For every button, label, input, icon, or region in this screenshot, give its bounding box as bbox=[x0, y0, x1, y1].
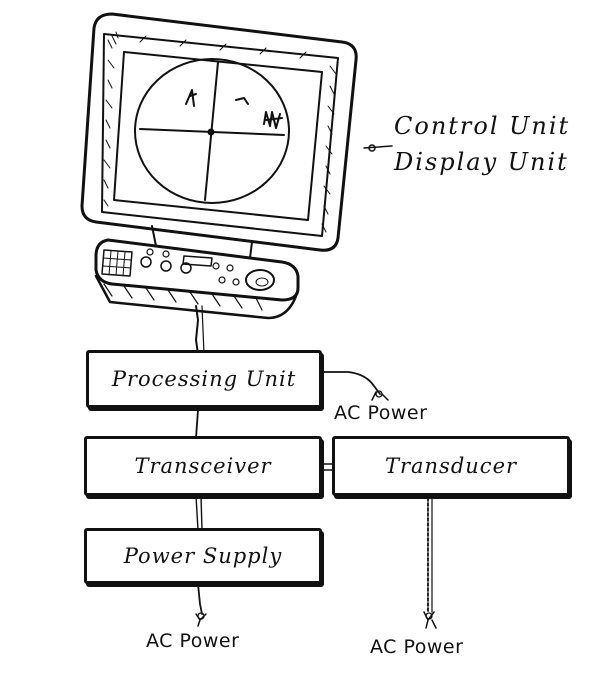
processing-unit-label: Processing Unit bbox=[111, 367, 297, 391]
power-supply-label: Power Supply bbox=[123, 544, 283, 568]
cable-display-to-processing bbox=[195, 305, 199, 355]
label-leader-dot bbox=[368, 144, 376, 152]
power-supply-box: Power Supply bbox=[84, 528, 322, 584]
transceiver-box: Transceiver bbox=[84, 436, 322, 496]
cable-transceiver-transducer bbox=[321, 463, 333, 471]
transducer-box: Transducer bbox=[332, 436, 570, 496]
control-panel bbox=[94, 238, 300, 320]
cable-transceiver-powersupply bbox=[195, 495, 203, 531]
label-leader-line bbox=[363, 145, 393, 149]
transducer-label: Transducer bbox=[384, 454, 518, 478]
transceiver-label: Transceiver bbox=[134, 454, 272, 478]
echo-marks bbox=[185, 89, 283, 129]
cable-powersupply-ac bbox=[197, 583, 203, 615]
display-unit-label: Display Unit bbox=[394, 148, 569, 176]
control-unit-label: Control Unit bbox=[394, 112, 571, 140]
monitor-screen bbox=[113, 51, 323, 221]
radar-display bbox=[134, 58, 290, 204]
processing-unit-box: Processing Unit bbox=[86, 350, 322, 408]
cable-processing-ac bbox=[321, 371, 381, 395]
powersupply-ac-power-label: AC Power bbox=[146, 630, 240, 652]
monitor-frame-hatching bbox=[103, 31, 337, 233]
processing-ac-power-label: AC Power bbox=[334, 402, 428, 424]
cable-processing-transceiver bbox=[195, 409, 199, 439]
transducer-ac-power-label: AC Power bbox=[370, 636, 464, 658]
monitor-bezel bbox=[80, 12, 358, 252]
